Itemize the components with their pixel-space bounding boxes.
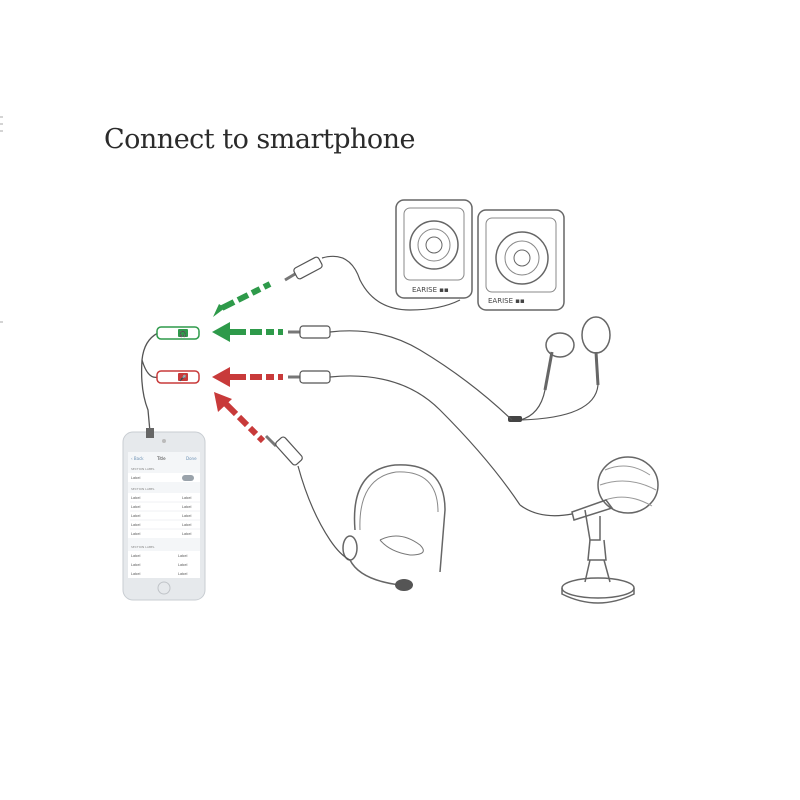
plug-headset [264, 434, 351, 561]
svg-text:SECTION LABEL: SECTION LABEL [131, 545, 155, 549]
svg-text:Label: Label [131, 496, 140, 500]
arrow-earphone-green [212, 322, 283, 342]
page-title: Connect to smartphone [104, 124, 416, 155]
svg-text:Label: Label [178, 554, 187, 558]
earphone-icon [508, 316, 611, 422]
arrow-microphone-red [212, 367, 283, 387]
speaker-brand-left: EARISE ▪▪ [412, 286, 449, 294]
svg-text:Label: Label [182, 523, 191, 527]
svg-text:‹ Back: ‹ Back [131, 456, 144, 461]
svg-text:Label: Label [182, 496, 191, 500]
svg-text:Label: Label [131, 532, 140, 536]
speaker-brand-right: EARISE ▪▪ [488, 297, 525, 305]
svg-text:Label: Label [131, 514, 140, 518]
svg-text:Label: Label [182, 505, 191, 509]
svg-text:SECTION LABEL: SECTION LABEL [131, 487, 155, 491]
svg-text:Label: Label [131, 554, 140, 558]
splitter-icon: 🎧 🎤 [140, 326, 200, 438]
plug-microphone [288, 370, 521, 506]
splitter-green-label: 🎧 [179, 330, 186, 338]
edge-marks [0, 116, 3, 323]
speaker-icon: EARISE ▪▪ EARISE ▪▪ [395, 199, 565, 311]
arrow-speaker-green [213, 281, 272, 317]
svg-text:Label: Label [182, 514, 191, 518]
svg-text:Label: Label [131, 563, 140, 567]
svg-text:Label: Label [178, 563, 187, 567]
arrow-headset-red [214, 392, 266, 444]
smartphone-icon: ‹ Back Title Done SECTION LABEL Label SE… [122, 431, 206, 601]
plug-earphone [288, 325, 513, 421]
svg-text:Label: Label [131, 523, 140, 527]
svg-text:Title: Title [156, 456, 166, 461]
headset-icon [342, 464, 446, 591]
svg-text:Label: Label [131, 476, 140, 480]
microphone-icon [519, 456, 659, 604]
svg-text:Label: Label [178, 572, 187, 576]
svg-text:SECTION LABEL: SECTION LABEL [131, 467, 155, 471]
plug-speaker [284, 255, 461, 311]
splitter-red-label: 🎤 [179, 374, 187, 382]
svg-text:Label: Label [131, 505, 140, 509]
svg-text:Label: Label [182, 532, 191, 536]
svg-text:Done: Done [186, 456, 197, 461]
svg-text:Label: Label [131, 572, 140, 576]
